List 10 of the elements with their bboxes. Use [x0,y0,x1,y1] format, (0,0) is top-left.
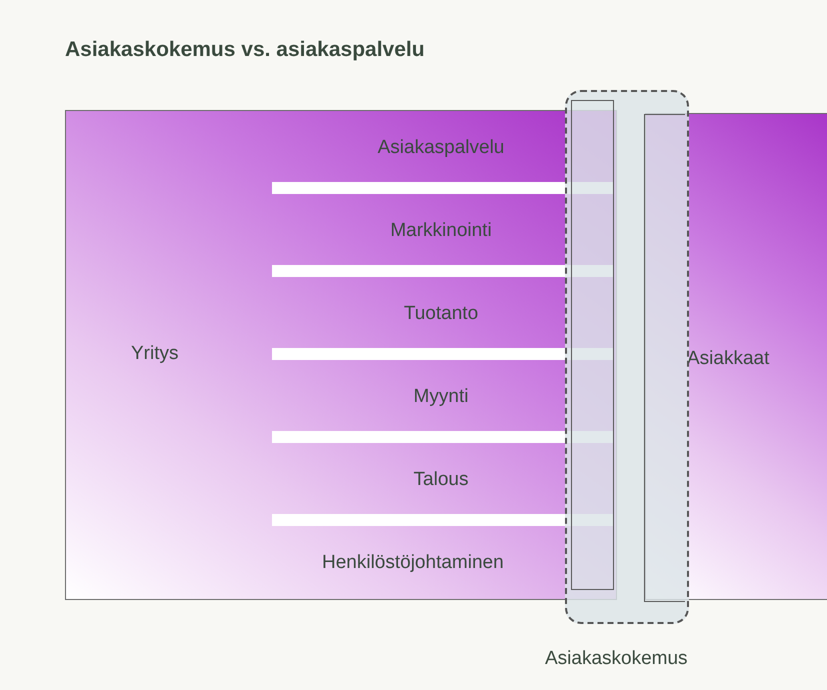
panel-label: Asiakkaat [687,348,770,370]
department-label: Markkinointi [389,220,493,242]
department-label: Myynti [412,386,470,408]
department-label: Talous [412,469,470,491]
department-label: Tuotanto [402,303,480,325]
panel-label: Yritys [131,343,178,365]
department-label: Henkilöstöjohtaminen [322,552,504,574]
diagram-title: Asiakaskokemus vs. asiakaspalvelu [65,38,425,62]
group-label: Asiakaskokemus [545,648,688,670]
department-label: Asiakaspalvelu [376,137,506,159]
